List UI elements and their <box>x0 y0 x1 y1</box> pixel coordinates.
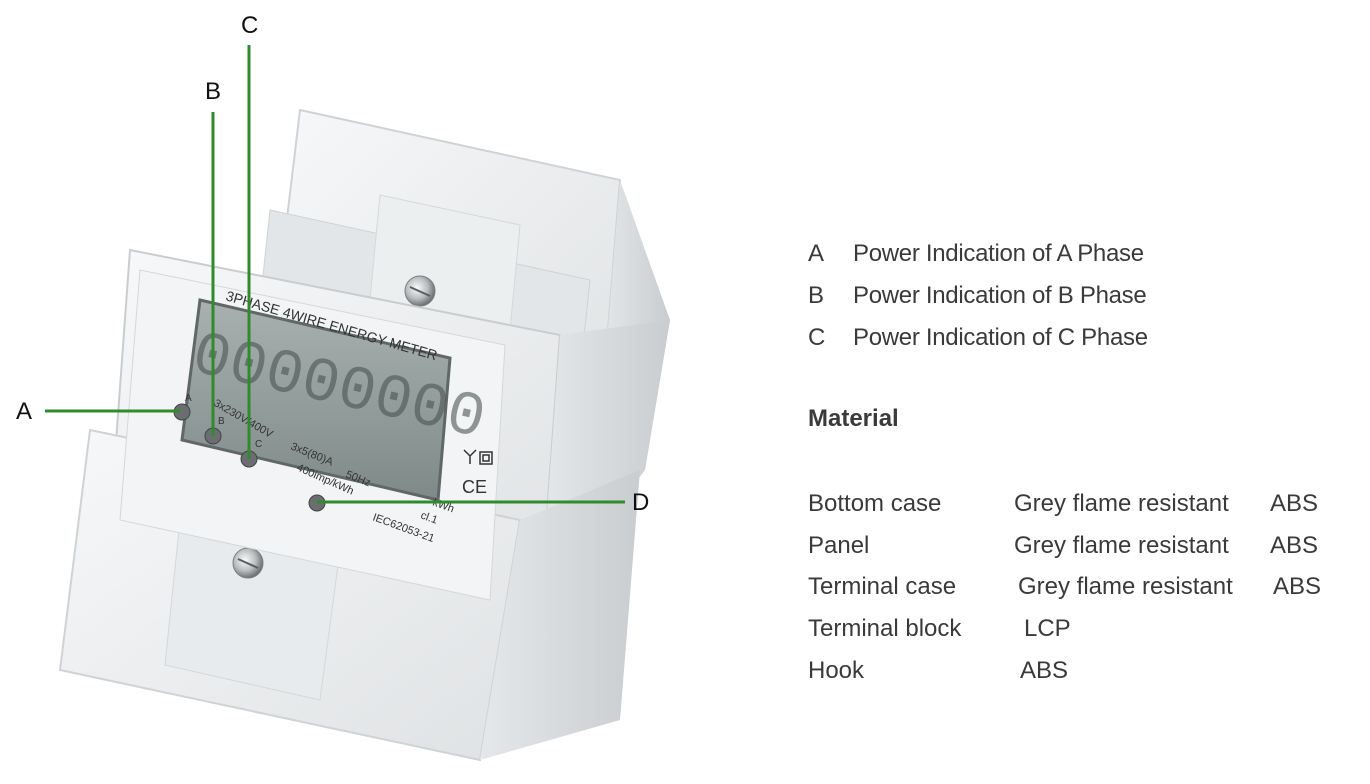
callout-label-d: D <box>632 489 650 516</box>
spec-class: cl.1 <box>419 510 439 527</box>
ce-mark: CE <box>462 477 487 497</box>
callout-label-b: B <box>205 78 222 105</box>
wiring-symbol-icon <box>463 449 493 465</box>
led-b-label: B <box>218 416 225 427</box>
callout-lines <box>45 45 625 504</box>
callout-label-c: C <box>241 12 259 39</box>
callout-label-a: A <box>16 398 33 425</box>
led-c-label: C <box>255 439 262 450</box>
material-heading: Material <box>808 405 899 432</box>
energy-meter-illustration: 00000000 3PHASE 4WIRE ENERGY METER A B C… <box>45 45 670 762</box>
led-a-label: A <box>185 393 192 404</box>
